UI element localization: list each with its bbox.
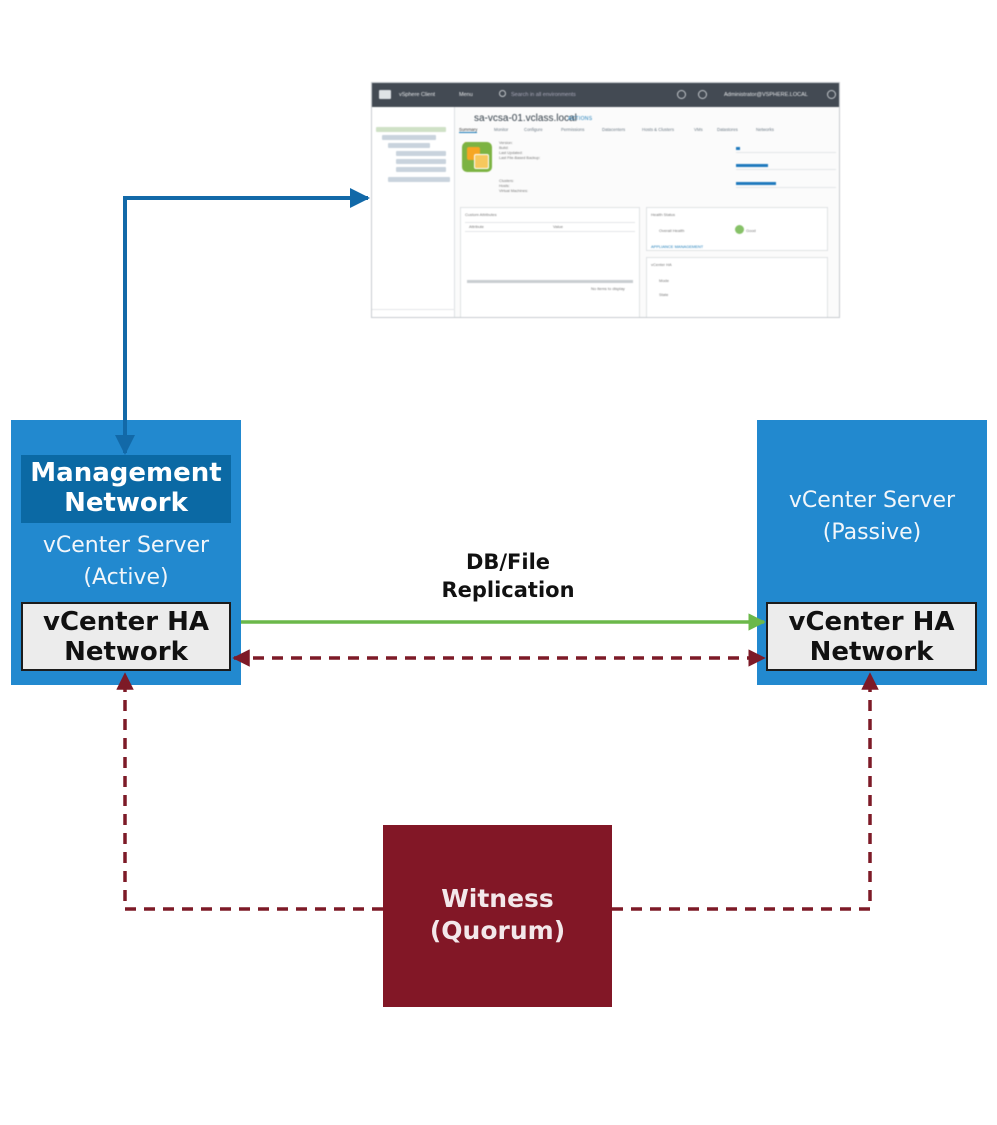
count-label: Hosts: xyxy=(499,184,510,188)
screenshot-app-name: vSphere Client xyxy=(399,92,436,98)
custom-attributes-panel: Custom Attributes Attribute Value No ite… xyxy=(460,207,640,317)
tree-item xyxy=(382,135,436,140)
storage-usage-bar xyxy=(736,182,776,185)
health-value: Good xyxy=(746,228,756,233)
help-icon xyxy=(698,90,707,99)
management-arrow xyxy=(115,188,370,455)
screenshot-counts: Clusters: Hosts: Virtual Machines: xyxy=(499,179,528,194)
detail-label: Last Updated: xyxy=(499,151,523,155)
tree-item xyxy=(388,177,450,182)
screenshot-search: Search in all environments xyxy=(499,89,659,101)
vcenter-ha-panel: vCenter HA Mode State xyxy=(646,257,828,317)
screenshot-tree xyxy=(372,107,455,317)
screenshot-user: Administrator@VSPHERE.LOCAL xyxy=(724,92,808,98)
detail-label: Last File-Based Backup: xyxy=(499,156,541,160)
active-server-label: vCenter Server (Active) xyxy=(42,533,210,590)
replication-label: DB/File Replication xyxy=(441,550,575,602)
smiley-icon xyxy=(827,90,836,99)
count-label: Clusters: xyxy=(499,179,514,183)
empty-message: No items to display xyxy=(591,286,625,291)
column-header: Attribute xyxy=(469,224,484,229)
screenshot-title: sa-vcsa-01.vclass.local xyxy=(474,113,577,124)
witness-active-link xyxy=(116,672,383,911)
divider xyxy=(372,309,455,310)
ha-network-passive: vCenter HA Network xyxy=(766,602,977,671)
ha-mode-label: Mode xyxy=(659,278,670,283)
screenshot-tabs: Summary Monitor Configure Permissions Da… xyxy=(456,126,839,134)
tree-item xyxy=(396,167,446,172)
panel-title: vCenter HA xyxy=(651,262,672,267)
vsphere-client-screenshot: vSphere Client Menu Search in all enviro… xyxy=(371,82,840,318)
passive-server-label: vCenter Server (Passive) xyxy=(788,488,956,545)
screenshot-menu: Menu xyxy=(459,92,473,98)
witness-box: Witness (Quorum) xyxy=(383,825,612,1007)
search-icon xyxy=(499,90,506,97)
column-header: Value xyxy=(553,224,563,229)
detail-label: Version: xyxy=(499,141,513,145)
screenshot-main: sa-vcsa-01.vclass.local ACTIONS Summary … xyxy=(456,107,839,317)
cpu-usage-bar xyxy=(736,147,740,150)
screenshot-tab: Networks xyxy=(756,127,774,132)
tree-item xyxy=(396,159,446,164)
health-status-panel: Health Status Overall Health Good APPLIA… xyxy=(646,207,828,251)
management-network-box: Management Network xyxy=(21,455,231,523)
screenshot-search-placeholder: Search in all environments xyxy=(511,92,576,98)
vmware-logo-icon xyxy=(379,90,391,99)
vcenter-logo-icon xyxy=(462,142,492,172)
screenshot-tab: Datacenters xyxy=(602,127,626,132)
tree-item xyxy=(388,143,430,148)
screenshot-tab: Monitor xyxy=(494,127,509,132)
screenshot-top-bar: vSphere Client Menu Search in all enviro… xyxy=(372,83,839,107)
memory-usage-bar xyxy=(736,164,768,167)
appliance-link: APPLIANCE MANAGEMENT xyxy=(651,244,704,249)
screenshot-tab: Hosts & Clusters xyxy=(642,127,674,132)
screenshot-details: Version: Build: Last Updated: Last File-… xyxy=(499,141,540,161)
screenshot-tab: Summary xyxy=(459,127,478,133)
tree-item xyxy=(376,127,446,132)
health-label: Overall Health xyxy=(659,228,685,233)
screenshot-actions: ACTIONS xyxy=(568,116,593,122)
ha-state-label: State xyxy=(659,292,669,297)
check-icon xyxy=(735,225,744,234)
screenshot-tab: Permissions xyxy=(561,127,585,132)
screenshot-tab: Datastores xyxy=(717,127,738,132)
screenshot-tab: VMs xyxy=(694,127,703,132)
count-label: Virtual Machines: xyxy=(499,189,529,193)
ha-network-active: vCenter HA Network xyxy=(21,602,231,671)
detail-label: Build: xyxy=(499,146,509,150)
witness-passive-link xyxy=(612,672,879,911)
panel-title: Health Status xyxy=(651,212,676,217)
panel-title: Custom Attributes xyxy=(465,212,497,217)
screenshot-tab: Configure xyxy=(524,127,543,132)
tree-item xyxy=(396,151,446,156)
refresh-icon xyxy=(677,90,686,99)
